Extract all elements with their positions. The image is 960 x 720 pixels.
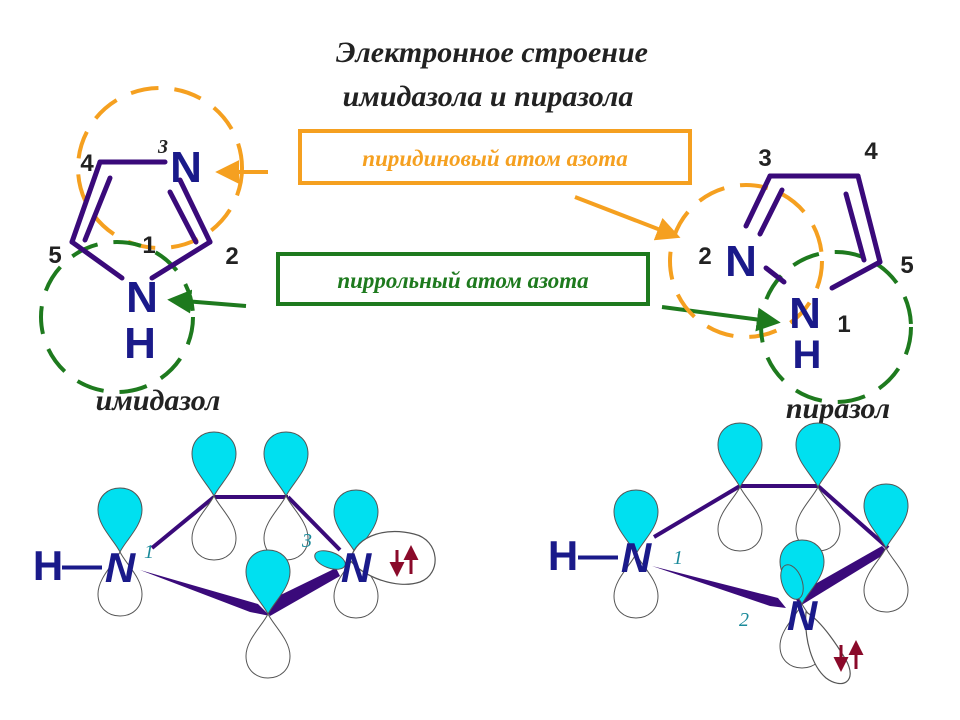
imidazole-num-5: 5 bbox=[48, 242, 61, 269]
pyrrole-nitrogen-label: пиррольный атом азота bbox=[276, 252, 650, 306]
imidazole-num-3: 3 bbox=[157, 136, 168, 158]
imidazole-orbital-h: H bbox=[33, 542, 63, 589]
imidazole-n3: N bbox=[170, 143, 202, 192]
imidazole-pyrrole-n-highlight bbox=[39, 240, 195, 394]
imidazole-electron-pair-arrows bbox=[389, 545, 419, 577]
pyrazole-num-3: 3 bbox=[758, 145, 771, 172]
imidazole-structure: N N H 3 4 5 1 2 имидазол bbox=[39, 86, 244, 417]
pyrazole-orbital-h: H bbox=[548, 532, 578, 579]
imidazole-name: имидазол bbox=[96, 384, 221, 417]
pyrazole-orbital-num-2: 2 bbox=[739, 609, 749, 631]
arrow-to-pyrazole-pyrrole-n bbox=[661, 305, 781, 332]
pyrazole-electron-pair-arrows bbox=[833, 640, 864, 672]
title-line-1: Электронное строение bbox=[336, 36, 648, 69]
imidazole-h: H bbox=[124, 319, 156, 368]
imidazole-n3-lone-pair-orbital bbox=[314, 531, 436, 585]
imidazole-c2-p-orbital bbox=[245, 549, 291, 679]
pyrazole-h: H bbox=[793, 333, 822, 377]
pyrrole-nitrogen-label-text: пиррольный атом азота bbox=[337, 268, 588, 293]
pyrazole-pyrrole-n-highlight bbox=[759, 250, 913, 404]
imidazole-orbital-diagram: H — N N 1 3 bbox=[33, 431, 436, 679]
imidazole-orbital-bond: — bbox=[62, 543, 102, 587]
pyrazole-num-5: 5 bbox=[900, 252, 913, 279]
imidazole-pyridine-n-highlight bbox=[76, 86, 244, 250]
imidazole-num-4: 4 bbox=[80, 150, 94, 177]
imidazole-orbital-n3: N bbox=[341, 544, 373, 591]
pyridine-nitrogen-label: пиридиновый атом азота bbox=[298, 129, 692, 185]
pyrazole-n2: N bbox=[725, 237, 757, 286]
pyrazole-orbital-n2: N bbox=[787, 592, 819, 639]
pyrazole-num-4: 4 bbox=[864, 138, 878, 165]
imidazole-n1: N bbox=[126, 273, 158, 322]
pyrazole-name: пиразол bbox=[786, 392, 890, 425]
arrow-to-imidazole-pyrrole-n bbox=[167, 289, 247, 314]
pyrazole-orbital-num-1: 1 bbox=[673, 547, 683, 569]
pyridine-nitrogen-label-text: пиридиновый атом азота bbox=[362, 146, 627, 171]
pyrazole-num-2: 2 bbox=[698, 243, 711, 270]
arrow-to-pyrazole-pyridine-n bbox=[574, 195, 681, 241]
pyrazole-pyridine-n-highlight bbox=[668, 183, 824, 339]
title-line-2: имидазола и пиразола bbox=[343, 80, 634, 113]
pyrazole-structure: N N H 3 4 2 5 1 пиразол bbox=[668, 138, 914, 425]
imidazole-orbital-n1: N bbox=[105, 544, 137, 591]
pyrazole-orbital-diagram: H — N N 1 2 bbox=[548, 422, 909, 684]
pyrazole-orbital-bond: — bbox=[578, 533, 618, 577]
imidazole-num-2: 2 bbox=[225, 243, 238, 270]
pyrazole-n1: N bbox=[789, 289, 821, 338]
pyrazole-num-1: 1 bbox=[837, 311, 850, 338]
imidazole-orbital-num-3: 3 bbox=[301, 530, 312, 552]
imidazole-orbital-num-1: 1 bbox=[144, 541, 154, 563]
pyrazole-orbital-n1: N bbox=[621, 534, 653, 581]
pyrazole-c3-p-orbital bbox=[863, 483, 909, 613]
imidazole-num-1: 1 bbox=[142, 232, 155, 259]
